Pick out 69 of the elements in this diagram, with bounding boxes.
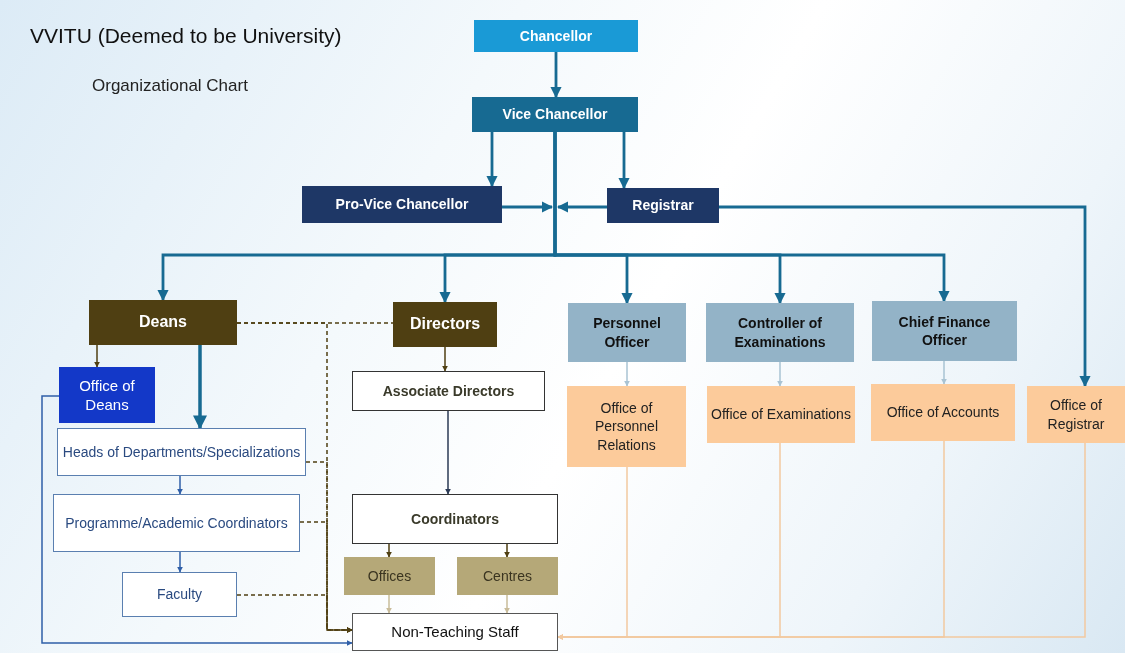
role-box bbox=[568, 303, 686, 362]
arrow bbox=[504, 594, 510, 614]
unit-box bbox=[457, 557, 558, 595]
box-label: Pro-Vice Chancellor bbox=[335, 195, 469, 214]
role-box bbox=[89, 300, 237, 345]
role-box bbox=[872, 301, 1017, 361]
arrow bbox=[177, 475, 183, 495]
box-label: Office of Accounts bbox=[886, 403, 1000, 422]
box-label: Associate Directors bbox=[382, 381, 515, 401]
arrow bbox=[486, 132, 498, 188]
arrow bbox=[624, 361, 630, 387]
office-box bbox=[707, 386, 855, 443]
box-label: Chancellor bbox=[519, 26, 593, 46]
arrow bbox=[445, 410, 451, 495]
role-box bbox=[352, 494, 558, 544]
arrow bbox=[442, 346, 448, 372]
office-box bbox=[871, 384, 1015, 441]
box-label: Coordinators bbox=[411, 509, 499, 529]
box-label: Offices bbox=[367, 566, 412, 586]
office-box bbox=[1027, 386, 1125, 443]
box-label: Office of Deans bbox=[78, 375, 136, 415]
role-box bbox=[53, 494, 300, 552]
arrow bbox=[502, 201, 554, 213]
role-box bbox=[302, 186, 502, 223]
role-box bbox=[122, 572, 237, 617]
arrow bbox=[557, 442, 1086, 640]
chart-title: VVITU (Deemed to be University) bbox=[30, 24, 342, 48]
arrow bbox=[550, 52, 562, 99]
arrow bbox=[94, 344, 100, 368]
dashed-connector bbox=[236, 594, 353, 633]
box-label: Centres bbox=[483, 566, 532, 586]
box-label: Office of Personnel Relations bbox=[593, 399, 659, 454]
box-label: Non-Teaching Staff bbox=[391, 622, 519, 642]
arrow bbox=[386, 543, 392, 558]
office-box bbox=[567, 386, 686, 467]
arrow bbox=[553, 132, 950, 303]
role-box bbox=[352, 613, 558, 651]
role-box bbox=[352, 371, 545, 411]
role-box bbox=[474, 20, 638, 52]
role-box bbox=[57, 428, 306, 476]
arrow bbox=[177, 551, 183, 573]
arrow bbox=[41, 395, 353, 646]
box-label: Vice Chancellor bbox=[502, 105, 608, 124]
box-label: Office of Examinations bbox=[711, 405, 851, 424]
arrow bbox=[556, 201, 607, 213]
office-box bbox=[59, 367, 155, 423]
box-label: Controller of Examinations bbox=[733, 314, 827, 351]
arrow bbox=[504, 543, 510, 558]
box-label: Deans bbox=[139, 312, 187, 333]
box-label: Registrar bbox=[632, 196, 694, 215]
arrow bbox=[719, 205, 1091, 388]
box-label: Directors bbox=[409, 314, 481, 335]
role-box bbox=[607, 188, 719, 223]
arrow bbox=[777, 361, 783, 387]
arrow bbox=[618, 132, 630, 190]
arrow bbox=[193, 345, 207, 430]
box-label: Chief Finance Officer bbox=[897, 312, 992, 350]
role-box bbox=[706, 303, 854, 362]
box-label: Personnel Officer bbox=[592, 314, 662, 351]
box-label: Programme/Academic Coordinators bbox=[65, 513, 288, 533]
role-box bbox=[393, 302, 497, 347]
arrow bbox=[941, 360, 947, 385]
box-label: Heads of Departments/Specializations bbox=[62, 442, 301, 462]
box-label: Faculty bbox=[156, 585, 203, 604]
unit-box bbox=[344, 557, 435, 595]
role-box bbox=[472, 97, 638, 132]
chart-subtitle: Organizational Chart bbox=[92, 76, 248, 96]
arrow bbox=[386, 594, 392, 614]
box-label: Office of Registrar bbox=[1046, 396, 1106, 433]
